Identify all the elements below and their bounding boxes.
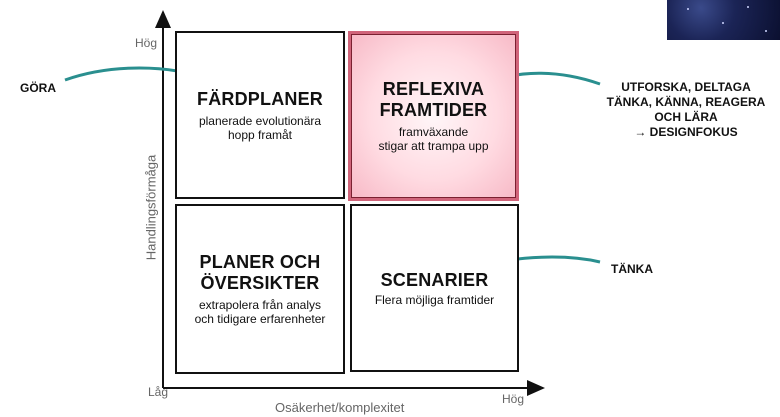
- quadrant-title: SCENARIER: [380, 269, 489, 290]
- quadrant-description: extrapolera från analys och tidigare erf…: [194, 298, 326, 326]
- quadrant-title: REFLEXIVA FRAMTIDER: [379, 79, 488, 120]
- quadrant-title: FÄRDPLANER: [197, 88, 323, 109]
- quadrant-planer-och-oversikter: PLANER OCH ÖVERSIKTER extrapolera från a…: [175, 204, 345, 374]
- low-label: Låg: [148, 385, 169, 399]
- x-high-label: Hög: [502, 392, 525, 406]
- side-label-tanka: TÄNKA: [611, 262, 653, 276]
- y-axis-label: Handlingsförmåga: [143, 154, 159, 261]
- quadrant-fardplaner: FÄRDPLANER planerade evolutionära hopp f…: [175, 31, 345, 199]
- quadrant-description: planerade evolutionära hopp framåt: [198, 113, 322, 142]
- side-label-gora: GÖRA: [20, 81, 56, 95]
- quadrant-reflexiva-framtider: REFLEXIVA FRAMTIDER framväxande stigar a…: [348, 31, 519, 201]
- side-label-utforska: UTFORSKA, DELTAGA TÄNKA, KÄNNA, REAGERA …: [606, 80, 766, 139]
- quadrant-title: PLANER OCH ÖVERSIKTER: [199, 252, 321, 293]
- quadrant-description: framväxande stigar att trampa upp: [378, 125, 489, 153]
- quadrant-description: Flera möjliga framtider: [374, 292, 495, 307]
- y-high-label: Hög: [135, 36, 158, 50]
- quadrant-scenarier: SCENARIER Flera möjliga framtider: [350, 204, 519, 372]
- x-axis-label: Osäkerhet/komplexitet: [275, 400, 405, 415]
- corner-image: [667, 0, 780, 40]
